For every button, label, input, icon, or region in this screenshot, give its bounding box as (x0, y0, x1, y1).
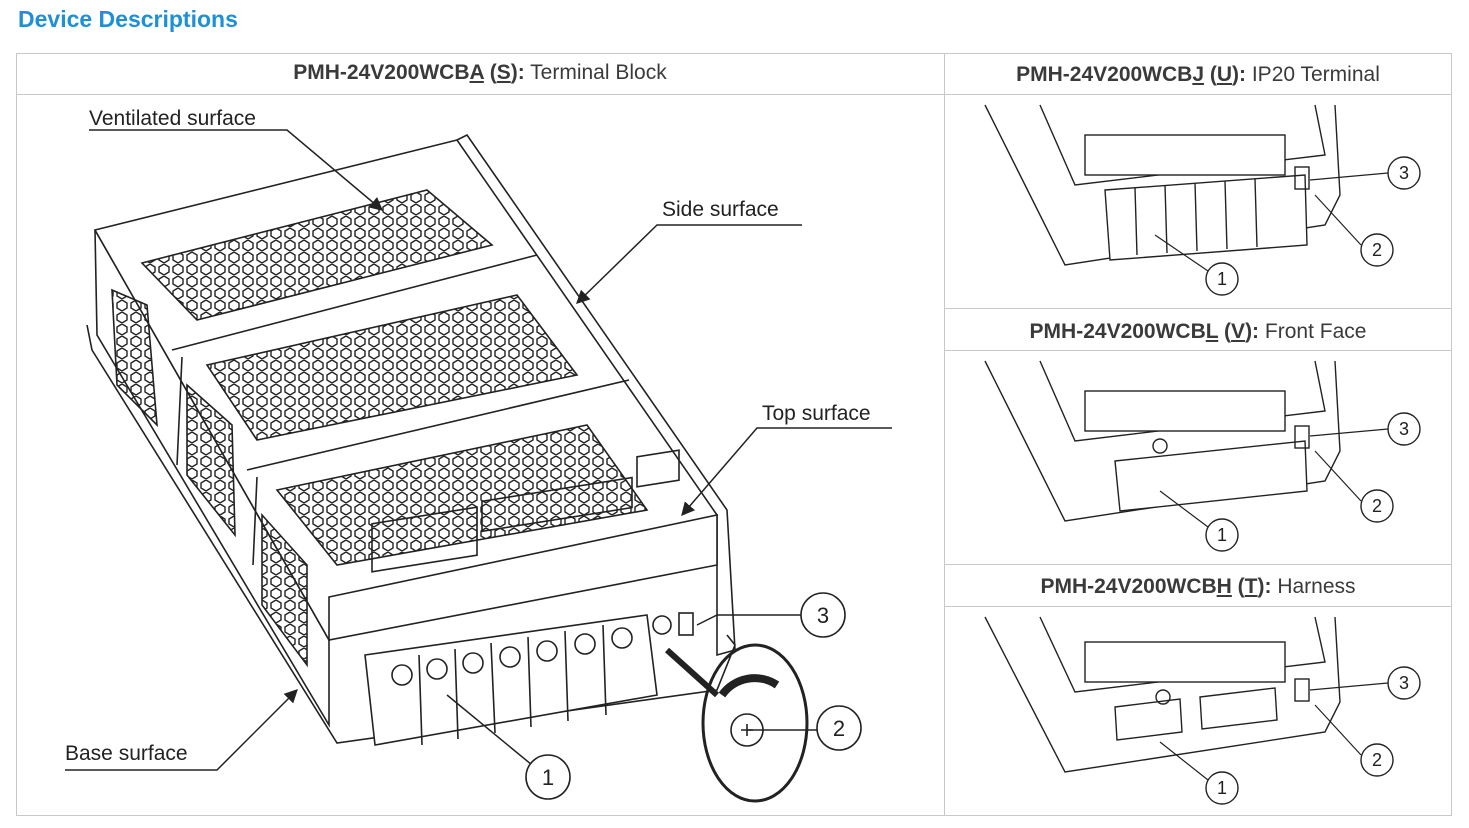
label-ventilated-surface: Ventilated surface (89, 107, 256, 130)
variant-header-divider-3 (944, 606, 1452, 607)
label-side-surface: Side surface (662, 198, 779, 221)
variant-title-ip20: PMH-24V200WCBJ (U): IP20 Terminal (1016, 63, 1380, 86)
front-callout-1: 1 (1217, 525, 1227, 545)
label-base-surface: Base surface (65, 742, 188, 765)
column-divider (944, 53, 945, 816)
main-model-title: PMH-24V200WCBA (S): Terminal Block (293, 61, 667, 84)
callout-1: 1 (542, 765, 554, 790)
variant-drawing-front-face: 3 2 1 (984, 360, 1421, 552)
variant-divider-3 (944, 564, 1452, 565)
harness-callout-2: 2 (1372, 750, 1382, 770)
variant-drawing-ip20: 3 2 1 (984, 104, 1421, 296)
main-header-divider (16, 94, 944, 95)
power-supply-drawing: Ventilated surface Side surface Top surf… (65, 107, 892, 803)
variant-header-divider-2 (944, 350, 1452, 351)
harness-callout-3: 3 (1399, 673, 1409, 693)
front-callout-2: 2 (1372, 496, 1382, 516)
callout-3: 3 (817, 603, 829, 628)
ip20-callout-2: 2 (1372, 240, 1382, 260)
front-callout-3: 3 (1399, 419, 1409, 439)
harness-callout-1: 1 (1217, 778, 1227, 798)
ip20-callout-1: 1 (1217, 269, 1227, 289)
variant-title-harness: PMH-24V200WCBH (T): Harness (1040, 575, 1356, 598)
label-top-surface: Top surface (762, 402, 871, 425)
variant-divider-2 (944, 308, 1452, 309)
variant-drawing-harness: 3 2 1 (984, 616, 1421, 805)
ip20-callout-3: 3 (1399, 163, 1409, 183)
callout-2: 2 (833, 716, 845, 741)
device-table (16, 53, 1452, 816)
variant-title-front-face: PMH-24V200WCBL (V): Front Face (1029, 320, 1367, 343)
section-heading: Device Descriptions (18, 6, 238, 32)
variant-header-divider-1 (944, 94, 1452, 95)
